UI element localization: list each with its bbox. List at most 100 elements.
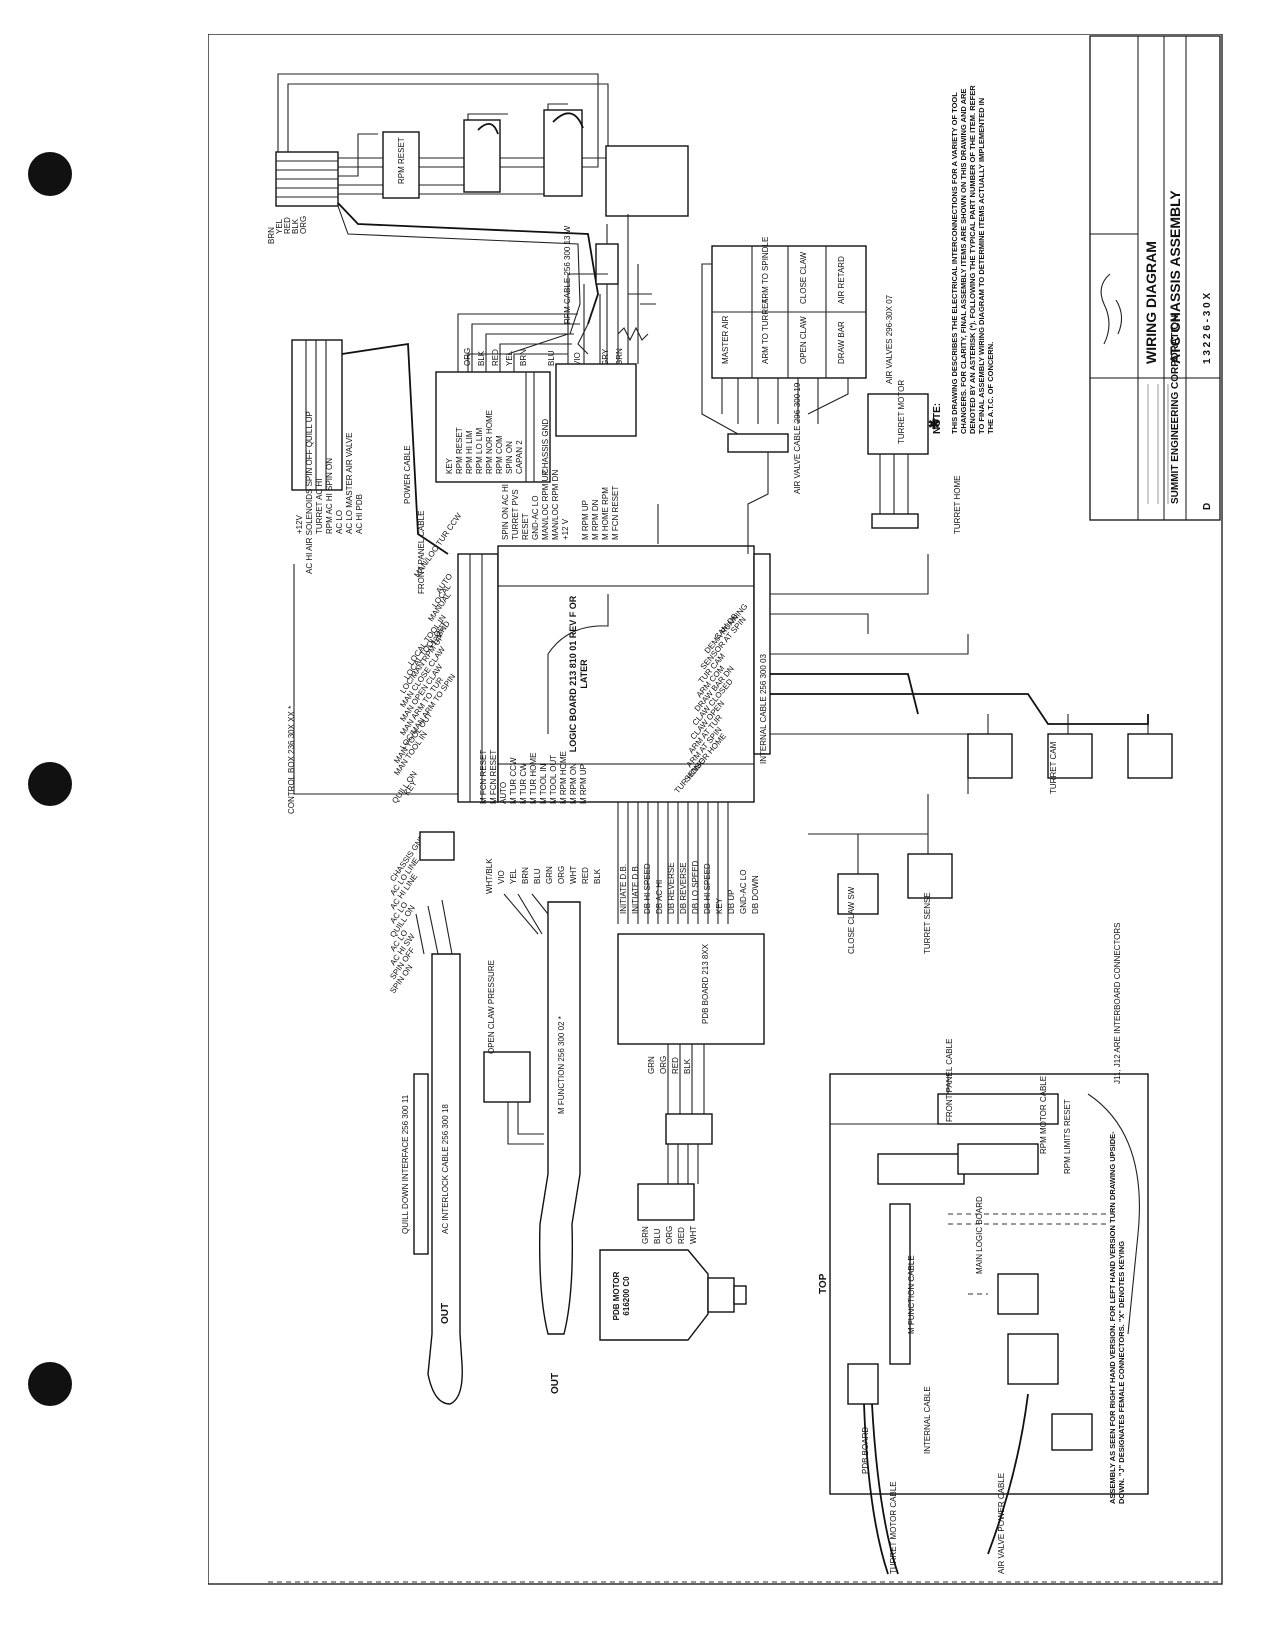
cable-label: M FUNCTION CABLE <box>907 1255 916 1334</box>
open-claw-switch <box>483 1051 531 1103</box>
diagram-canvas: SUMMIT ENGINEERING CORPORATION WIRING DI… <box>208 34 1223 1585</box>
front-panel-cable-label: FRONT PANEL CABLE <box>417 511 426 594</box>
power-wire: RPM AC HI SPIN ON <box>325 458 334 534</box>
power-cable-label: POWER CABLE <box>403 445 412 504</box>
wire-color-label: BLK <box>291 218 300 234</box>
j9-pin-labels: KEY RPM RESET RPM HI LIM RPM LO LIM RPM … <box>445 410 550 474</box>
note-text-box: THIS DRAWING DESCRIBES THE ELECTRICAL IN… <box>950 85 995 434</box>
rpm-limit-switch-3 <box>543 109 583 197</box>
binder-hole-middle <box>28 762 72 806</box>
j12-pin: DB UP <box>727 890 736 914</box>
pdb-wire: BLU <box>653 1228 662 1244</box>
power-wire: AC LO <box>335 510 344 534</box>
j9-pin: KEY <box>445 457 454 474</box>
cable-label: RPM LIMITS RESET <box>1063 1099 1072 1174</box>
air-valve-cell: CLOSE CLAW <box>799 251 808 304</box>
j11-pin-labels: SPIN ON AC HI TURRET PVS RESET GND-AC LO… <box>501 470 620 540</box>
j17-connector <box>727 433 789 453</box>
air-valve-cell: OPEN CLAW <box>799 316 808 364</box>
j12-pin: DB LO SPEED <box>691 860 700 914</box>
j8-pin-labels: M FCN RESET M FCN RESET AUTO M TUR CCW M… <box>479 750 588 804</box>
close-claw-switch <box>837 873 879 915</box>
pdb-board-label: PDB BOARD 213 8XX <box>701 943 710 1024</box>
note-label: NOTE: <box>932 403 943 434</box>
note-asterisk-icon: ✱ <box>928 416 940 432</box>
j9-wire-colors: ORG BLK RED YEL BRN BLU VIO GRY GRN <box>463 348 624 366</box>
pdb-wire-colors: GRN BLU ORG RED WHT <box>641 1226 698 1244</box>
j8-pin: M RPM UP <box>579 764 588 804</box>
j4-connector <box>1007 1333 1059 1385</box>
top-view-label: TOP <box>818 1273 829 1294</box>
j8-wire: BLK <box>593 868 602 884</box>
company-name: SUMMIT ENGINEERING CORPORATION <box>1170 315 1181 504</box>
wire-color-label: YEL <box>275 218 284 234</box>
rpm-reset-label: RPM RESET <box>397 137 406 184</box>
wire-color-label: ORG <box>299 216 308 234</box>
motor-wire: GRN <box>647 1056 656 1074</box>
m-function-out-label: OUT <box>550 1373 561 1394</box>
j9-wire: BLK <box>477 350 486 366</box>
note-block: NOTE: ✱ THIS DRAWING DESCRIBES THE ELECT… <box>928 85 995 434</box>
j11-pin: +12 V <box>561 518 570 540</box>
j13-connector <box>637 1183 695 1221</box>
j8-pin: M TUR HOME <box>529 753 538 804</box>
j11-pin: MAN/LOC RPM DN <box>551 470 560 540</box>
bottom-note: ASSEMBLY AS SEEN FOR RIGHT HAND VERSION.… <box>1108 1131 1126 1504</box>
motor-wire: ORG <box>659 1056 668 1074</box>
top-view-assembly <box>829 1073 1149 1575</box>
j9-connector <box>435 371 551 483</box>
rpm-motor-block <box>605 145 689 217</box>
open-claw-label: OPEN CLAW PRESSURE <box>487 960 496 1054</box>
j12-pin: INITIATE D.B. <box>619 864 628 914</box>
air-valve-cells: MASTER AIR ARM TO TURRET ARM TO SPINDLE … <box>721 237 846 364</box>
j8-pin: M FCN RESET <box>479 750 488 804</box>
j9-wire: ORG <box>463 348 472 366</box>
motor-wire: RED <box>671 1057 680 1074</box>
cable-label: INTERNAL CABLE <box>923 1386 932 1454</box>
j8-wire: BLU <box>533 868 542 884</box>
title-block: SUMMIT ENGINEERING CORPORATION WIRING DI… <box>1089 35 1221 521</box>
j9-pin: RPM COM <box>495 435 504 474</box>
j9-wire: GRN <box>615 348 624 366</box>
j8-wire: WHT <box>569 866 578 884</box>
j11-pin: RESET <box>521 513 530 540</box>
j11-pin: M RPM UP <box>581 500 590 540</box>
cable-label: AIR VALVE POWER CABLE <box>997 1473 1006 1574</box>
j11-pin: M HOME RPM <box>601 487 610 540</box>
pdb-wire: WHT <box>689 1226 698 1244</box>
j9-wire: VIO <box>573 352 582 366</box>
wiring-diagram-sheet: SUMMIT ENGINEERING CORPORATION WIRING DI… <box>208 34 1228 1624</box>
pdb-wire: GRN <box>641 1226 650 1244</box>
air-valves-label: AIR VALVES 296-30X 07 <box>885 294 894 384</box>
j8-pin: M TOOL IN <box>539 763 548 804</box>
j11-pin: GND-AC LO <box>531 496 540 540</box>
rpm-limit-switch-2 <box>463 119 501 193</box>
turret-sense-label: TURRET SENSE <box>923 892 932 954</box>
j9-pin: CAPAN 2 <box>515 440 524 474</box>
j9-pin: RPM LO LIM <box>475 427 484 474</box>
motor-wire: BLK <box>683 1058 692 1074</box>
j8-wire: RED <box>581 867 590 884</box>
j9-wire: GRY <box>601 348 610 366</box>
logic-board-outline <box>497 545 755 803</box>
power-cable-wire-labels: +12V AC HI AIR SOLENOIDS SPIN OFF QUILL … <box>295 411 364 574</box>
sheet-border <box>208 34 1223 1585</box>
j8-wire-colors: WHT/BLK VIO YEL BRN BLU GRN ORG WHT RED … <box>485 858 602 894</box>
wire-color-label: BRN <box>267 227 276 244</box>
rpm-reset-switch <box>382 131 420 199</box>
j11-pin: TURRET PVS <box>511 489 520 540</box>
pdb-wire: ORG <box>665 1226 674 1244</box>
quill-down-label: QUILL DOWN INTERFACE 256 300 11 <box>401 1094 410 1234</box>
binder-hole-bottom <box>28 1362 72 1406</box>
turret-cam-label: TURRET CAM <box>1049 741 1058 794</box>
j11-pin: M FCN RESET <box>611 486 620 540</box>
air-valve-cell: AIR RETARD <box>837 256 846 304</box>
cable-label: RPM MOTOR CABLE <box>1039 1076 1048 1154</box>
j12-pin: DB REVERSE <box>679 862 688 914</box>
cable-label: FRONT PANEL CABLE <box>945 1039 954 1122</box>
j8-pin: M RPM ON <box>569 763 578 804</box>
j9-wire: RED <box>491 349 500 366</box>
j8-pin: M RPM HOME <box>559 751 568 804</box>
j9-pin: RPM RESET <box>455 427 464 474</box>
j12-pin-labels: INITIATE D.B. INITIATE D.B. DB HI SPEED … <box>619 860 760 914</box>
